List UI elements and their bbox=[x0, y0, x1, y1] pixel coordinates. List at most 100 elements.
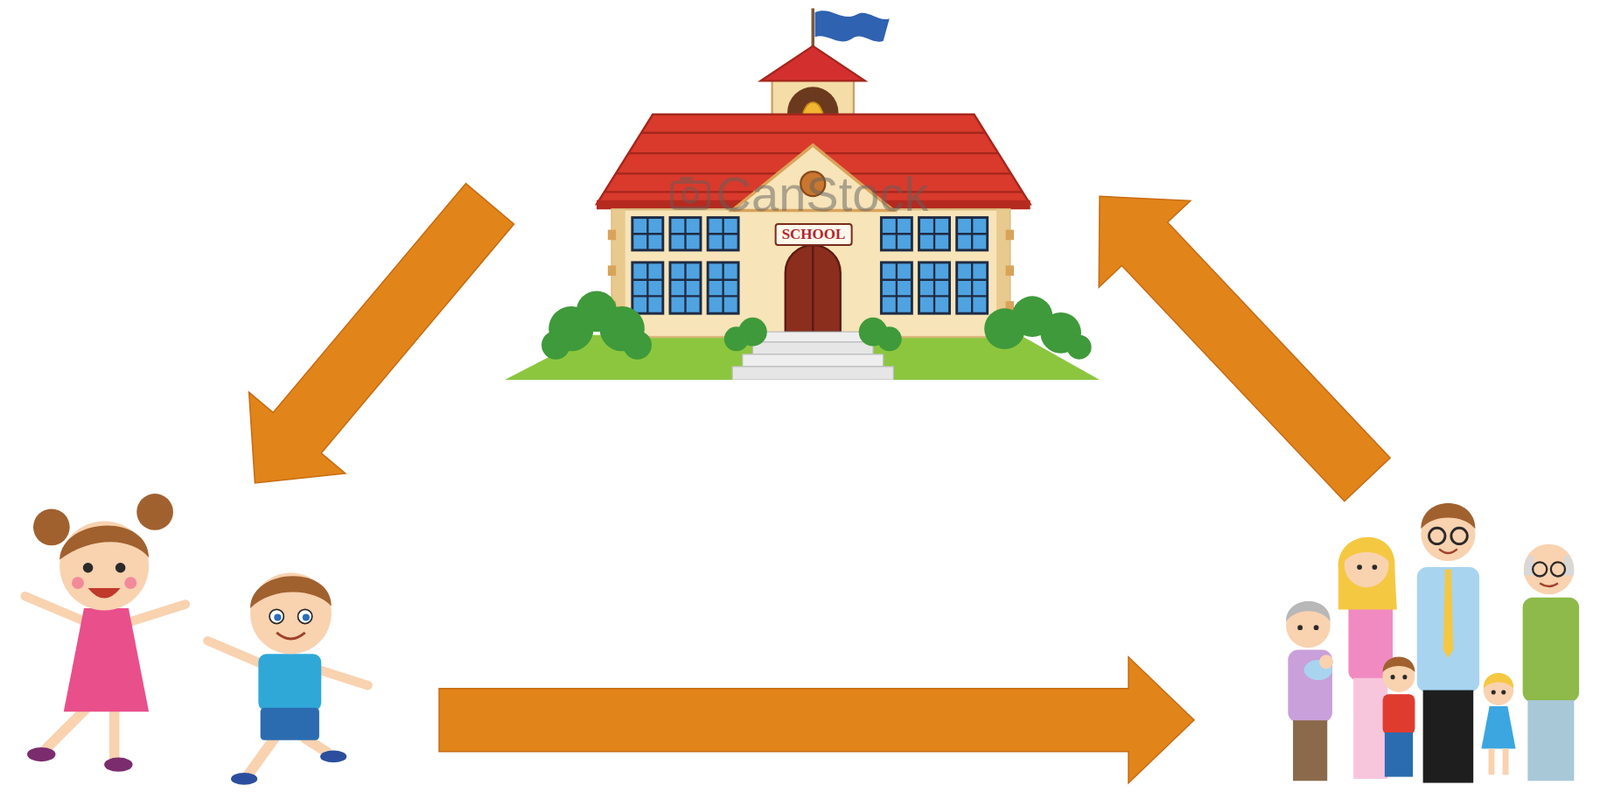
kids-illustration bbox=[320, 749, 347, 762]
school-illustration bbox=[1067, 335, 1092, 360]
family-illustration bbox=[1491, 689, 1496, 694]
school-illustration bbox=[607, 265, 616, 276]
school-illustration bbox=[541, 330, 571, 360]
family-illustration bbox=[1481, 705, 1516, 748]
watermark-icon bbox=[680, 176, 693, 183]
school-illustration bbox=[632, 217, 664, 251]
watermark-icon bbox=[671, 181, 709, 209]
school-illustration bbox=[504, 7, 1100, 380]
kids-illustration bbox=[27, 747, 56, 762]
family-illustration bbox=[1353, 677, 1388, 779]
kids-illustration bbox=[59, 520, 149, 610]
kids-illustration bbox=[302, 613, 310, 621]
school-illustration bbox=[1006, 265, 1014, 276]
family-illustration bbox=[1551, 561, 1566, 576]
family-illustration bbox=[1313, 624, 1320, 630]
family-illustration bbox=[1319, 654, 1334, 669]
family-illustration bbox=[1417, 566, 1480, 692]
family-illustration bbox=[1402, 674, 1407, 679]
kids-illustration bbox=[248, 738, 275, 776]
kids-illustration bbox=[124, 576, 137, 589]
kids-illustration bbox=[250, 572, 332, 655]
family-illustration bbox=[1523, 597, 1580, 703]
school-illustration bbox=[612, 209, 1011, 337]
kids-illustration bbox=[298, 608, 313, 623]
kids-illustration bbox=[83, 562, 94, 573]
kids-illustration bbox=[25, 493, 369, 785]
school-illustration bbox=[811, 244, 814, 332]
school-illustration bbox=[742, 354, 884, 367]
school-illustration bbox=[752, 342, 874, 355]
family-illustration bbox=[1429, 527, 1446, 544]
school-illustration bbox=[641, 132, 986, 134]
children-figure bbox=[8, 486, 377, 786]
kids-illustration bbox=[230, 772, 258, 785]
kids-illustration bbox=[59, 524, 149, 559]
kids-illustration bbox=[273, 613, 281, 621]
family-illustration bbox=[1338, 537, 1398, 610]
family-illustration bbox=[1371, 564, 1377, 570]
school-illustration bbox=[622, 330, 652, 360]
kids-illustration bbox=[71, 576, 84, 589]
family-illustration bbox=[1539, 583, 1559, 587]
family-illustration bbox=[1297, 624, 1303, 630]
school-illustration bbox=[919, 262, 951, 314]
school-illustration bbox=[880, 217, 912, 251]
family-illustration bbox=[1420, 503, 1475, 529]
school-illustration bbox=[541, 291, 1092, 360]
family-illustration bbox=[1451, 527, 1468, 544]
school-illustration bbox=[632, 262, 664, 314]
family-illustration bbox=[1523, 555, 1535, 575]
kids-illustration bbox=[269, 608, 284, 623]
school-illustration bbox=[670, 262, 701, 314]
school-illustration bbox=[785, 244, 841, 332]
family-illustration bbox=[1383, 693, 1416, 734]
family-illustration bbox=[1390, 674, 1396, 679]
family-illustration bbox=[1356, 564, 1363, 570]
school-sign: SCHOOL bbox=[775, 223, 853, 246]
family-illustration bbox=[1292, 719, 1328, 781]
school-illustration bbox=[761, 46, 866, 82]
school-illustration bbox=[762, 331, 863, 343]
family-illustration bbox=[1443, 568, 1454, 657]
school-illustration bbox=[732, 366, 894, 380]
school-illustration bbox=[880, 262, 912, 314]
kids-illustration bbox=[207, 640, 263, 664]
school-illustration bbox=[670, 217, 701, 251]
watermark-icon bbox=[683, 188, 698, 203]
school-illustration bbox=[957, 262, 988, 314]
family-illustration bbox=[1423, 690, 1475, 783]
kids-illustration bbox=[115, 562, 126, 573]
kids-illustration bbox=[250, 575, 332, 608]
kids-illustration bbox=[305, 738, 329, 753]
family-illustration bbox=[1527, 699, 1574, 781]
family-illustration bbox=[1501, 689, 1506, 694]
kids-illustration bbox=[136, 493, 174, 531]
school-illustration bbox=[724, 326, 749, 351]
family-illustration bbox=[1285, 503, 1580, 783]
family-illustration bbox=[1439, 548, 1458, 553]
school-illustration bbox=[810, 7, 814, 51]
family-illustration bbox=[1488, 747, 1495, 775]
kids-illustration bbox=[63, 607, 149, 712]
kids-illustration bbox=[317, 669, 369, 686]
school-illustration bbox=[707, 262, 739, 314]
family-illustration bbox=[1483, 672, 1515, 688]
school-illustration bbox=[919, 217, 951, 251]
family-illustration bbox=[1523, 544, 1575, 595]
kids-illustration bbox=[109, 704, 120, 758]
kids-illustration bbox=[104, 757, 133, 772]
kids-illustration bbox=[124, 603, 186, 623]
school-illustration bbox=[707, 217, 739, 251]
block-arrow bbox=[1098, 195, 1391, 501]
school-illustration bbox=[815, 10, 890, 42]
family-illustration bbox=[1502, 747, 1510, 775]
family-illustration bbox=[1384, 732, 1413, 777]
kids-illustration bbox=[276, 632, 305, 639]
family-illustration bbox=[1564, 555, 1575, 575]
family-illustration bbox=[1532, 561, 1547, 576]
